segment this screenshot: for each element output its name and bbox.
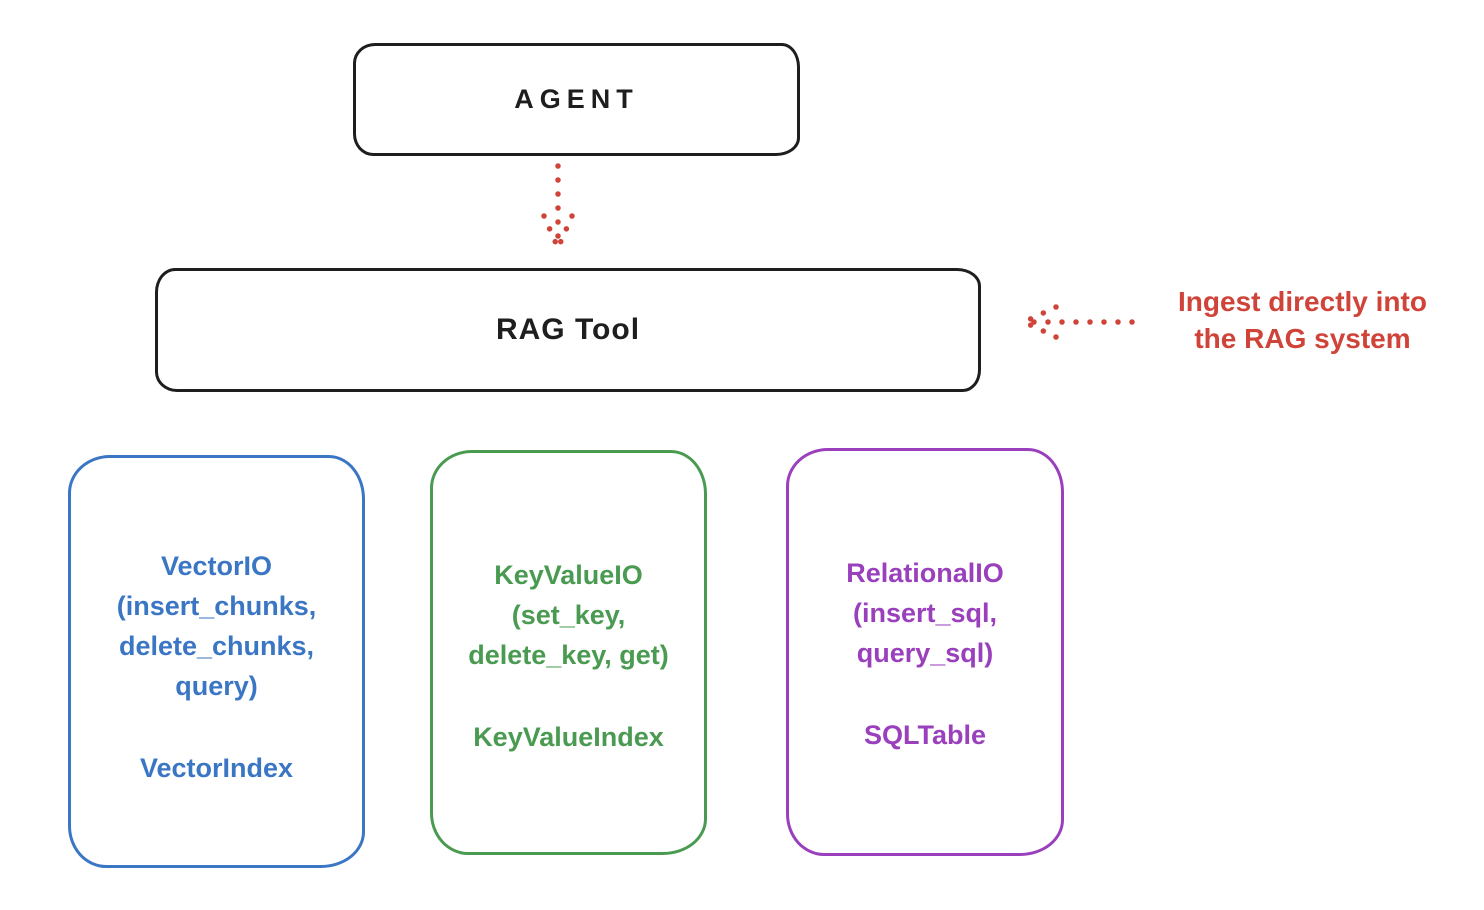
rag-tool-box: RAG Tool [155,268,981,392]
vector-io-lines: VectorIO (insert_chunks, delete_chunks, … [71,546,362,706]
relational-io-lines: RelationalIO (insert_sql, query_sql) [789,553,1061,673]
dotted-down-arrow-icon [541,163,575,251]
io-box-line: delete_key, get) [468,640,669,670]
agent-box: AGENT [353,43,800,156]
ingest-annotation-arrow [1012,300,1138,345]
relational-io-box: RelationalIO (insert_sql, query_sql) SQL… [786,448,1064,856]
io-box-line: query) [175,671,258,701]
keyvalue-io-lines: KeyValueIO (set_key, delete_key, get) [433,555,704,675]
keyvalue-index-label: KeyValueIndex [473,722,664,752]
io-box-line: delete_chunks, [118,631,315,661]
dotted-left-arrow-icon [1021,304,1135,340]
agent-to-rag-tool-arrow [539,160,577,264]
io-box-line: (insert_sql, [852,598,998,628]
ingest-annotation: Ingest directly into the RAG system [1135,283,1470,357]
io-box-line: KeyValueIO [494,560,643,590]
io-box-line: RelationalIO [846,558,1004,588]
io-box-line: VectorIO [160,551,273,581]
agent-box-label: AGENT [514,84,639,114]
rag-tool-box-label: RAG Tool [495,313,641,346]
keyvalue-io-box: KeyValueIO (set_key, delete_key, get) Ke… [430,450,707,855]
io-box-line: (set_key, [511,600,626,630]
vector-index-label: VectorIndex [139,753,294,783]
io-box-line: query_sql) [856,638,994,668]
ingest-annotation-line1: Ingest directly into [1178,286,1427,317]
sql-table-label: SQLTable [863,720,986,750]
ingest-annotation-line2: the RAG system [1194,323,1411,354]
vector-io-box: VectorIO (insert_chunks, delete_chunks, … [68,455,365,868]
io-box-line: (insert_chunks, [116,591,317,621]
